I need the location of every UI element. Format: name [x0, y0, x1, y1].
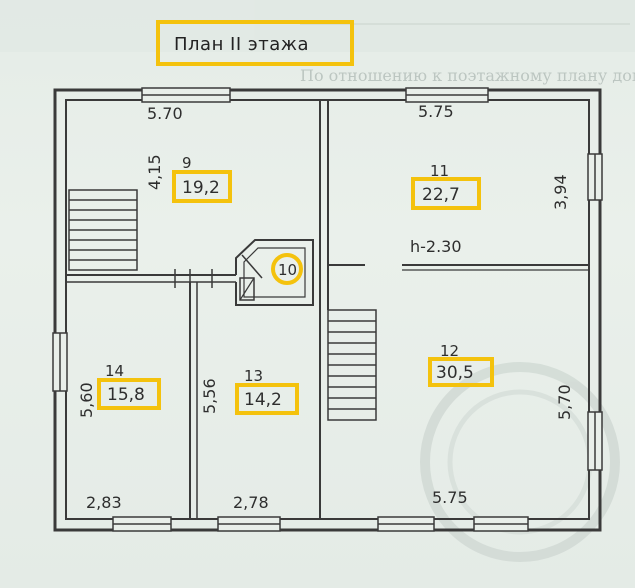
room-11-number: 11: [430, 162, 449, 180]
dim-room12-side: 5,70: [555, 384, 574, 420]
dim-top-left: 5.70: [147, 104, 183, 123]
outer-wall-outer: [53, 88, 602, 532]
room-13-number: 13: [244, 367, 263, 385]
room-13-area-highlight: [235, 383, 299, 415]
room-10-highlight: [271, 253, 303, 285]
dim-ceiling-height: h-2.30: [410, 237, 462, 256]
plan-title-text: План II этажа: [174, 34, 309, 55]
dimension-labels: 5.70 5.75 4,15 3,94 h-2.30 5,60 5,56 5,7…: [77, 102, 574, 512]
room-13-area: 14,2: [244, 390, 282, 410]
dim-room14-side: 5,60: [77, 382, 96, 418]
room-10-number: 10: [278, 261, 297, 279]
watermark-seal: [420, 362, 620, 562]
background-print: По отношению к поэтажному плану дома: [0, 0, 635, 562]
room10-inner-outline: [243, 247, 306, 298]
room-11-area-highlight: [411, 177, 481, 210]
top-band: [0, 0, 635, 52]
dim-bottom-b: 2,78: [233, 493, 269, 512]
dim-room11-side: 3,94: [551, 174, 570, 210]
dim-bottom-c: 5.75: [432, 488, 468, 507]
chimney: [239, 277, 255, 301]
room-14-area-highlight: [97, 378, 161, 410]
interior-walls: [66, 100, 589, 519]
dim-room9-side: 4,15: [145, 154, 164, 190]
room-10: 10: [271, 253, 303, 285]
room-12-number: 12: [440, 342, 459, 360]
title-highlight-box: [156, 20, 354, 66]
windows: [52, 87, 603, 532]
room-9-area-highlight: [172, 170, 232, 203]
room-9-area: 19,2: [182, 178, 220, 198]
dim-bottom-a: 2,83: [86, 493, 122, 512]
room-12-area-highlight: [428, 357, 494, 387]
dim-top-right: 5.75: [418, 102, 454, 121]
stairs-upper: [68, 189, 138, 271]
stairs-lower: [327, 309, 377, 421]
room-12-area: 30,5: [436, 363, 474, 383]
plan-title: План II этажа: [156, 20, 354, 66]
room-14: 14 15,8: [97, 362, 161, 410]
room-11-area: 22,7: [422, 185, 460, 205]
ghost-heading: По отношению к поэтажному плану дома: [300, 66, 635, 85]
chimney-diagonal: [239, 277, 255, 301]
dim-room13-side: 5,56: [200, 378, 219, 414]
room10-outline: [235, 239, 314, 306]
door-swing-mark: [241, 254, 263, 279]
room-12: 12 30,5: [428, 342, 494, 387]
room-14-area: 15,8: [107, 385, 145, 405]
room-9: 9 19,2: [172, 154, 232, 203]
room-14-number: 14: [105, 362, 124, 380]
room-11: 11 22,7: [411, 162, 481, 210]
room-9-number: 9: [182, 154, 192, 172]
room-13: 13 14,2: [235, 367, 299, 415]
